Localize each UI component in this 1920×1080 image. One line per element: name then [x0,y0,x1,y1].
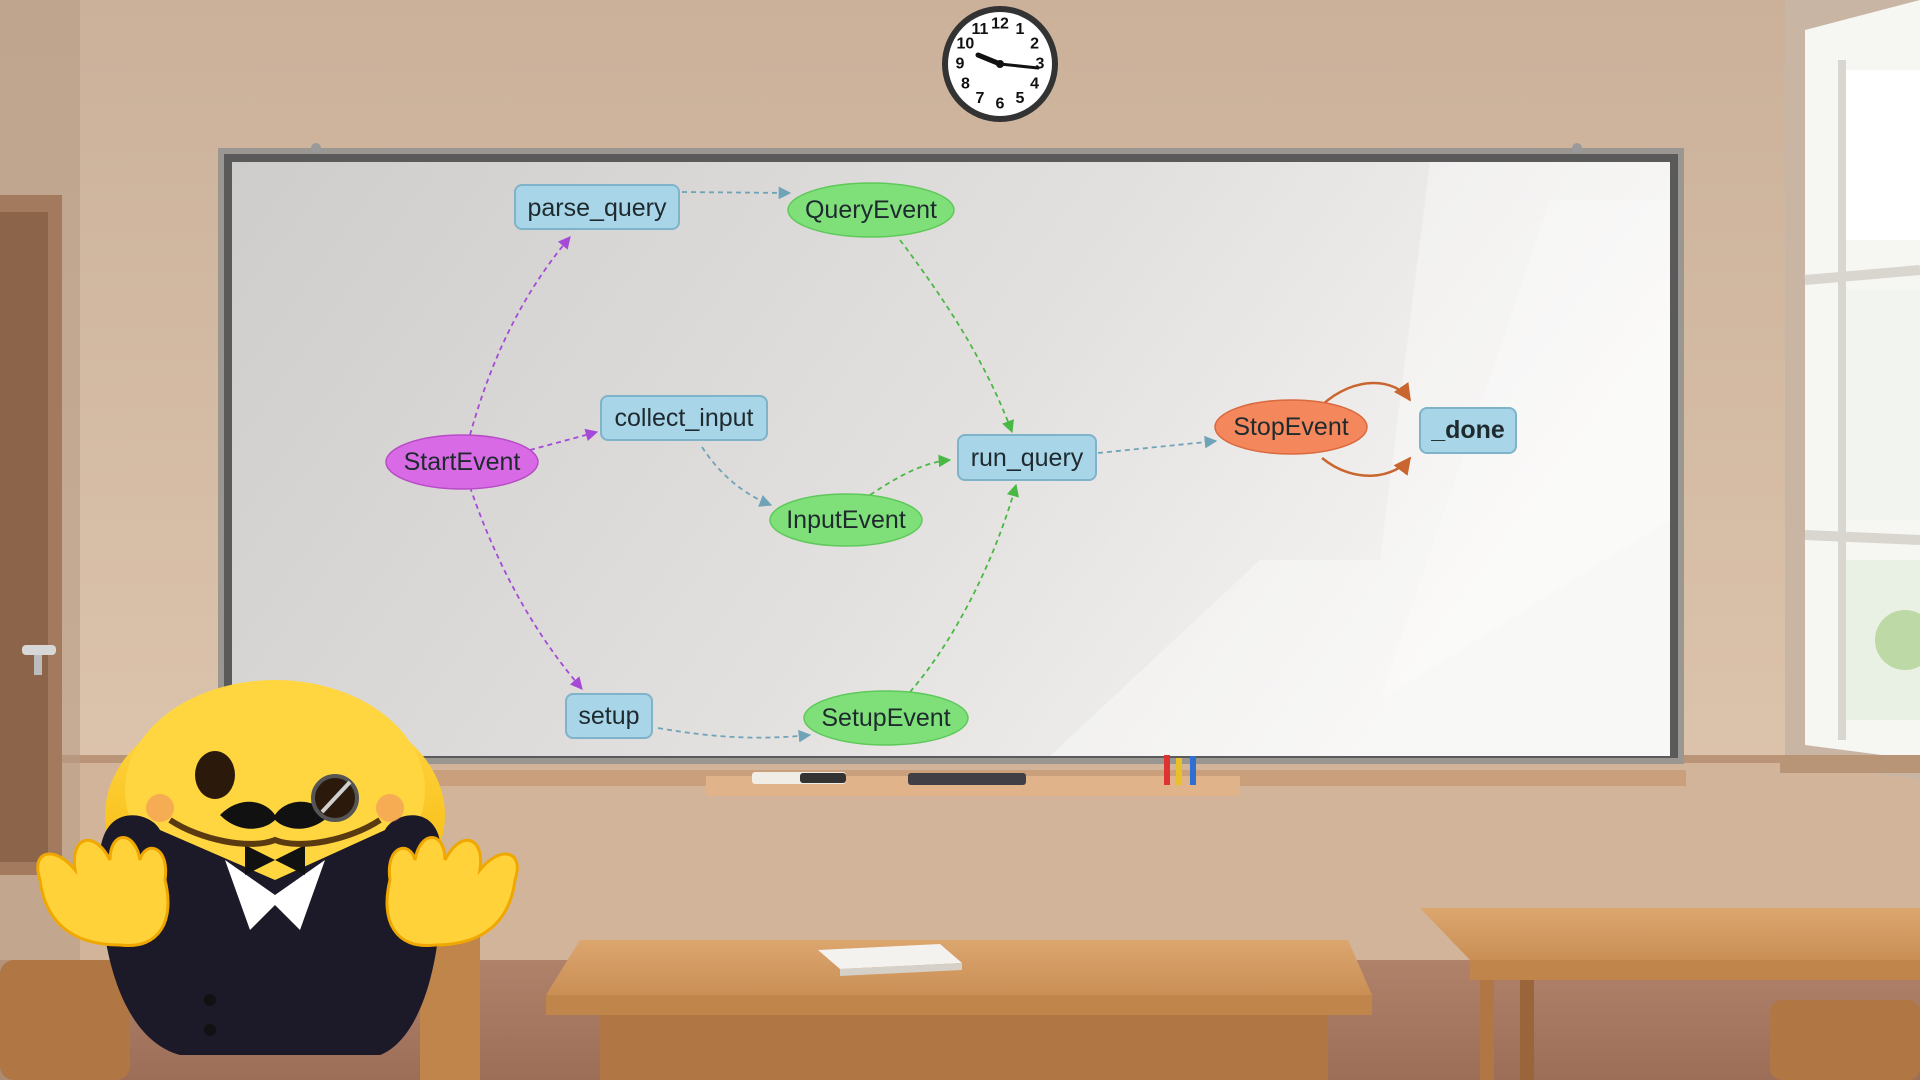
node-collect-input[interactable]: collect_input [600,395,768,441]
node-setup-event[interactable]: SetupEvent [803,690,969,746]
node-input-event-label: InputEvent [786,506,906,534]
clock-numeral: 12 [991,16,1009,33]
mascot-right-hand [385,836,519,948]
clock-numeral: 11 [972,21,989,38]
node-input-event[interactable]: InputEvent [769,493,923,547]
node-parse-query-label: parse_query [528,194,667,222]
diagram-nodes: parse_query QueryEvent collect_input Sta… [385,182,1517,746]
node-done-label: _done [1430,416,1505,444]
door-handle[interactable] [22,645,56,655]
node-done[interactable]: _done [1419,407,1517,454]
edge-start-to-collect-input [529,428,599,451]
node-run-query[interactable]: run_query [957,434,1097,481]
node-stop-event[interactable]: StopEvent [1214,399,1368,455]
clock-numeral: 3 [1036,56,1045,73]
teacher-desk [546,940,1372,1080]
monocle-icon [311,774,359,822]
node-setup-label: setup [578,702,639,730]
edge-stop-event-to-done-lower [1321,456,1412,477]
edge-query-event-to-run-query [899,239,1014,434]
window [1780,0,1920,780]
clock-numeral: 2 [1030,36,1039,53]
node-setup[interactable]: setup [565,693,653,739]
edge-run-query-to-stop-event [1097,435,1218,454]
node-stop-event-label: StopEvent [1233,413,1348,441]
edge-start-to-setup [469,486,583,690]
clock-numeral: 9 [956,56,965,73]
node-setup-event-label: SetupEvent [821,704,950,732]
clock-numeral: 1 [1016,21,1025,38]
door [0,195,62,875]
chair-left [0,930,480,1080]
clock-numeral: 7 [976,90,985,107]
node-run-query-label: run_query [971,444,1084,472]
marker-yellow[interactable] [1176,758,1182,785]
clock-numeral: 5 [1016,90,1025,107]
clock-numeral: 10 [957,36,975,53]
book-on-desk [818,944,962,969]
edge-input-event-to-run-query [869,454,952,496]
node-parse-query[interactable]: parse_query [514,184,680,230]
marker-blue[interactable] [1190,756,1196,785]
edge-parse-query-to-query-event [681,186,792,200]
clock-minute-hand [998,62,1040,70]
clock-numeral: 4 [1030,76,1039,93]
hugging-face-mascot [36,680,519,1055]
clock-numeral: 6 [996,96,1005,113]
node-start-event-label: StartEvent [404,448,521,476]
node-start-event[interactable]: StartEvent [385,434,539,490]
edge-setup-to-setup-event [657,727,812,743]
edge-stop-event-to-done-upper [1321,381,1412,406]
edge-collect-input-to-input-event [701,446,773,507]
board-eraser[interactable] [908,773,1026,785]
student-desk-right [1420,908,1920,1080]
diagram-edges [469,186,1412,743]
marker-tray [706,755,1240,796]
node-query-event-label: QueryEvent [805,196,937,224]
mascot-left-hand [36,836,170,948]
edge-start-to-parse-query [469,236,571,436]
node-query-event[interactable]: QueryEvent [787,182,955,238]
marker-red[interactable] [1164,755,1170,785]
clock-numeral: 8 [961,76,970,93]
node-collect-input-label: collect_input [615,404,754,432]
